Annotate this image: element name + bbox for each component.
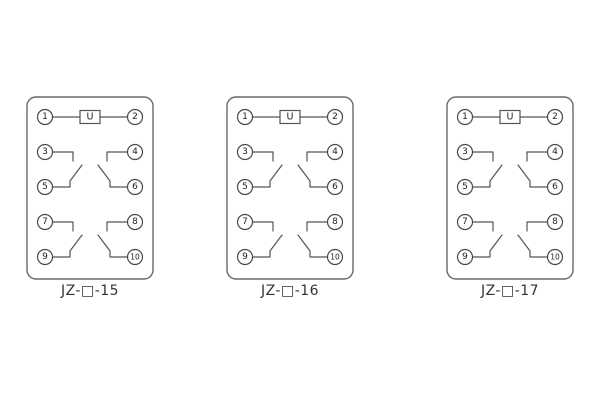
panel-label-jz-16: JZ-□-16: [260, 283, 320, 299]
svg-text:2: 2: [132, 112, 138, 122]
svg-text:8: 8: [552, 217, 558, 227]
svg-text:7: 7: [462, 217, 468, 227]
contact-blade-6: [297, 164, 329, 188]
terminal-9: 9: [456, 248, 474, 266]
svg-text:10: 10: [330, 253, 340, 262]
svg-text:6: 6: [552, 182, 558, 192]
contact-fixed-7: [251, 221, 274, 232]
terminal-3: 3: [236, 143, 254, 161]
svg-text:10: 10: [130, 253, 140, 262]
coil-label: U: [87, 112, 94, 123]
svg-text:2: 2: [552, 112, 558, 122]
contact-blade-9: [471, 234, 503, 258]
terminal-4: 4: [326, 143, 344, 161]
svg-text:6: 6: [332, 182, 338, 192]
contact-blade-10: [517, 234, 549, 258]
wiring-diagram: U 1 2 3 4 5 6 7 8 9 10: [26, 96, 154, 280]
terminal-6: 6: [546, 178, 564, 196]
svg-text:5: 5: [462, 182, 468, 192]
panel-frame: [446, 96, 574, 280]
contact-fixed-7: [471, 221, 494, 232]
contact-fixed-8: [106, 221, 129, 232]
svg-text:4: 4: [132, 147, 138, 157]
svg-text:8: 8: [132, 217, 138, 227]
panel-frame: [226, 96, 354, 280]
svg-text:6: 6: [132, 182, 138, 192]
terminal-3: 3: [456, 143, 474, 161]
contact-blade-5: [471, 164, 503, 188]
terminal-10: 10: [126, 248, 144, 266]
terminal-5: 5: [456, 178, 474, 196]
svg-text:1: 1: [42, 112, 48, 122]
contact-fixed-8: [526, 221, 549, 232]
svg-text:2: 2: [332, 112, 338, 122]
terminal-8: 8: [326, 213, 344, 231]
terminal-4: 4: [126, 143, 144, 161]
terminal-8: 8: [126, 213, 144, 231]
relay-diagram-panel-1: U 1 2 3 4 5 6 7 8 9 10: [25, 95, 155, 285]
terminal-2: 2: [326, 108, 344, 126]
terminal-2: 2: [546, 108, 564, 126]
terminal-7: 7: [236, 213, 254, 231]
terminal-9: 9: [36, 248, 54, 266]
contact-fixed-4: [306, 151, 329, 162]
terminal-4: 4: [546, 143, 564, 161]
svg-text:10: 10: [550, 253, 560, 262]
svg-text:4: 4: [552, 147, 558, 157]
terminal-5: 5: [236, 178, 254, 196]
contact-blade-5: [251, 164, 283, 188]
terminal-10: 10: [326, 248, 344, 266]
terminal-1: 1: [236, 108, 254, 126]
svg-text:7: 7: [242, 217, 248, 227]
contact-blade-6: [517, 164, 549, 188]
panel-label-jz-17: JZ-□-17: [480, 283, 540, 299]
svg-text:5: 5: [42, 182, 48, 192]
contact-blade-9: [251, 234, 283, 258]
relay-diagram-panel-3: U 1 2 3 4 5 6 7 8 9 10: [445, 95, 575, 285]
svg-text:3: 3: [242, 147, 248, 157]
terminal-6: 6: [326, 178, 344, 196]
svg-text:3: 3: [42, 147, 48, 157]
svg-text:9: 9: [42, 252, 48, 262]
relay-diagram-panel-2: U 1 2 3 4 5 6 7 8 9 10: [225, 95, 355, 285]
coil-label: U: [507, 112, 514, 123]
terminal-3: 3: [36, 143, 54, 161]
contact-blade-9: [51, 234, 83, 258]
contact-fixed-7: [51, 221, 74, 232]
terminal-8: 8: [546, 213, 564, 231]
terminal-5: 5: [36, 178, 54, 196]
svg-text:1: 1: [462, 112, 468, 122]
contact-fixed-3: [471, 151, 494, 162]
contact-fixed-3: [51, 151, 74, 162]
coil-label: U: [287, 112, 294, 123]
terminal-2: 2: [126, 108, 144, 126]
terminal-7: 7: [36, 213, 54, 231]
wiring-diagram: U 1 2 3 4 5 6 7 8 9 10: [226, 96, 354, 280]
contact-fixed-3: [251, 151, 274, 162]
panel-frame: [26, 96, 154, 280]
svg-text:1: 1: [242, 112, 248, 122]
svg-text:9: 9: [242, 252, 248, 262]
contact-blade-5: [51, 164, 83, 188]
terminal-6: 6: [126, 178, 144, 196]
terminal-1: 1: [36, 108, 54, 126]
svg-text:5: 5: [242, 182, 248, 192]
wiring-diagram: U 1 2 3 4 5 6 7 8 9 10: [446, 96, 574, 280]
svg-text:8: 8: [332, 217, 338, 227]
contact-fixed-8: [306, 221, 329, 232]
svg-text:9: 9: [462, 252, 468, 262]
panel-label-jz-15: JZ-□-15: [60, 283, 120, 299]
svg-text:3: 3: [462, 147, 468, 157]
terminal-9: 9: [236, 248, 254, 266]
contact-blade-10: [97, 234, 129, 258]
terminal-1: 1: [456, 108, 474, 126]
terminal-7: 7: [456, 213, 474, 231]
svg-text:4: 4: [332, 147, 338, 157]
svg-text:7: 7: [42, 217, 48, 227]
terminal-10: 10: [546, 248, 564, 266]
contact-fixed-4: [526, 151, 549, 162]
contact-blade-6: [97, 164, 129, 188]
contact-fixed-4: [106, 151, 129, 162]
contact-blade-10: [297, 234, 329, 258]
